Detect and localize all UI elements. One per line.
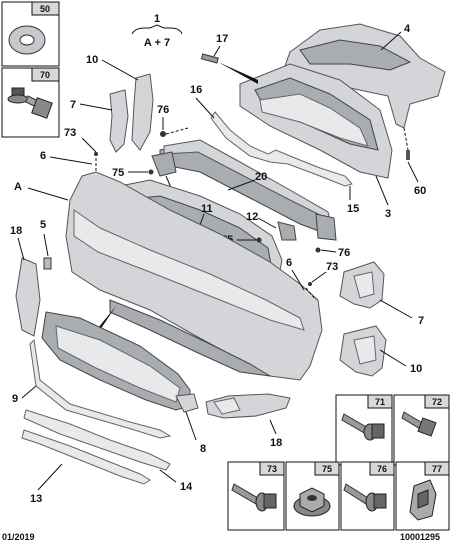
flange-screw-icon bbox=[343, 483, 387, 512]
part-10-bracket-left: 10 bbox=[86, 54, 154, 151]
callout-label-b73: 73 bbox=[267, 464, 277, 474]
assembly-header: 1 A + 7 bbox=[131, 13, 183, 49]
callout-label-l4: 4 bbox=[404, 23, 411, 35]
callout-label-l17: 17 bbox=[216, 33, 228, 45]
callout-label-l18a: 18 bbox=[10, 225, 22, 237]
footer-date: 01/2019 bbox=[2, 532, 35, 542]
callout-label-ref_number: 1 bbox=[154, 13, 160, 25]
part-6-clip-right: 6 bbox=[286, 257, 305, 291]
part-60-screw: 60 bbox=[403, 127, 426, 197]
part-14-strip: 14 bbox=[23, 409, 193, 493]
footer-doc-number: 10001295 bbox=[400, 532, 441, 542]
fastener-box-72: 72 bbox=[393, 394, 450, 466]
callout-label-b75: 75 bbox=[322, 464, 332, 474]
fastener-box-73: 73 bbox=[227, 461, 285, 531]
part-5-clip: 5 bbox=[40, 219, 52, 270]
part-73-clip-left: 73 bbox=[64, 127, 98, 156]
callout-label-b76: 76 bbox=[377, 464, 387, 474]
callout-label-b72: 72 bbox=[432, 397, 442, 407]
callout-label-l16: 16 bbox=[190, 84, 202, 96]
part-12-bracket-lower: 12 bbox=[246, 211, 337, 241]
part-18-fog-trim: 18 bbox=[205, 393, 291, 449]
callout-label-l76b: 76 bbox=[338, 247, 350, 259]
part-4-upper-support: 4 bbox=[284, 23, 446, 129]
tapping-screw-icon bbox=[341, 413, 385, 441]
callout-label-l18b: 18 bbox=[270, 437, 282, 449]
fastener-box-76: 76 bbox=[340, 461, 395, 531]
hex-bolt-icon bbox=[401, 411, 437, 437]
part-75-nut-upper: 75 bbox=[112, 167, 154, 179]
fastener-box-70: 70 bbox=[1, 67, 60, 138]
part-16-strip: 16 15 bbox=[190, 84, 359, 215]
wedge-marker bbox=[218, 62, 258, 84]
callout-label-b77: 77 bbox=[432, 464, 442, 474]
callout-label-l75a: 75 bbox=[112, 167, 124, 179]
part-10-bracket-right: 10 bbox=[339, 325, 422, 377]
callout-label-l6b: 6 bbox=[286, 257, 292, 269]
callout-label-l10a: 10 bbox=[86, 54, 98, 66]
flange-bolt-icon bbox=[231, 483, 277, 512]
callout-label-l3: 3 bbox=[385, 208, 391, 220]
flange-nut-icon bbox=[293, 487, 331, 517]
callout-label-l60: 60 bbox=[414, 185, 426, 197]
flange-bolt-icon bbox=[7, 87, 53, 119]
part-8-lower-grille: 8 bbox=[41, 311, 206, 455]
callout-label-l5: 5 bbox=[40, 219, 46, 231]
callout-label-b50: 50 bbox=[40, 4, 50, 14]
callout-label-l11: 11 bbox=[201, 203, 213, 215]
spring-clip-icon bbox=[409, 479, 437, 521]
callout-label-l10b: 10 bbox=[410, 363, 422, 375]
part-17-clip: 17 bbox=[200, 33, 228, 64]
callout-label-l6a: 6 bbox=[40, 150, 46, 162]
washer-icon bbox=[8, 25, 46, 55]
part-9-strip: 9 bbox=[12, 338, 172, 439]
callout-label-lA: A bbox=[14, 181, 22, 193]
part-7-bracket-left: 7 bbox=[70, 89, 129, 153]
callout-label-l12b: 12 bbox=[246, 211, 258, 223]
part-76-screw-lower: 76 bbox=[315, 247, 350, 259]
fastener-box-71: 71 bbox=[335, 394, 393, 466]
part-A-bumper-cover: A bbox=[14, 171, 323, 381]
callout-label-l73b: 73 bbox=[326, 261, 338, 273]
callout-label-l7a: 7 bbox=[70, 99, 76, 111]
callout-label-l13: 13 bbox=[30, 493, 42, 505]
callout-label-ref_formula: A + 7 bbox=[144, 37, 170, 49]
callout-label-l76a: 76 bbox=[157, 104, 169, 116]
part-13-strip: 13 bbox=[21, 429, 151, 505]
callout-label-l9: 9 bbox=[12, 393, 18, 405]
callout-label-b70: 70 bbox=[40, 70, 50, 80]
fastener-box-77: 77 bbox=[395, 461, 450, 531]
part-76-screw-upper: 76 bbox=[157, 104, 189, 137]
fastener-box-50: 50 bbox=[1, 1, 60, 67]
callout-label-l14: 14 bbox=[180, 481, 193, 493]
part-3-grille: 3 bbox=[239, 63, 393, 220]
callout-label-l15: 15 bbox=[347, 203, 359, 215]
callout-label-l7b: 7 bbox=[418, 315, 424, 327]
callout-label-l73a: 73 bbox=[64, 127, 76, 139]
part-73-clip-right: 73 bbox=[305, 261, 338, 301]
callout-label-l20: 20 bbox=[255, 171, 267, 183]
part-7-bracket-right: 7 bbox=[339, 261, 424, 327]
callout-label-b71: 71 bbox=[375, 397, 385, 407]
callout-label-l8: 8 bbox=[200, 443, 206, 455]
part-18-bracket-left: 18 bbox=[10, 225, 41, 337]
part-6-clip-left: 6 bbox=[40, 150, 97, 174]
fastener-box-75: 75 bbox=[285, 461, 340, 531]
